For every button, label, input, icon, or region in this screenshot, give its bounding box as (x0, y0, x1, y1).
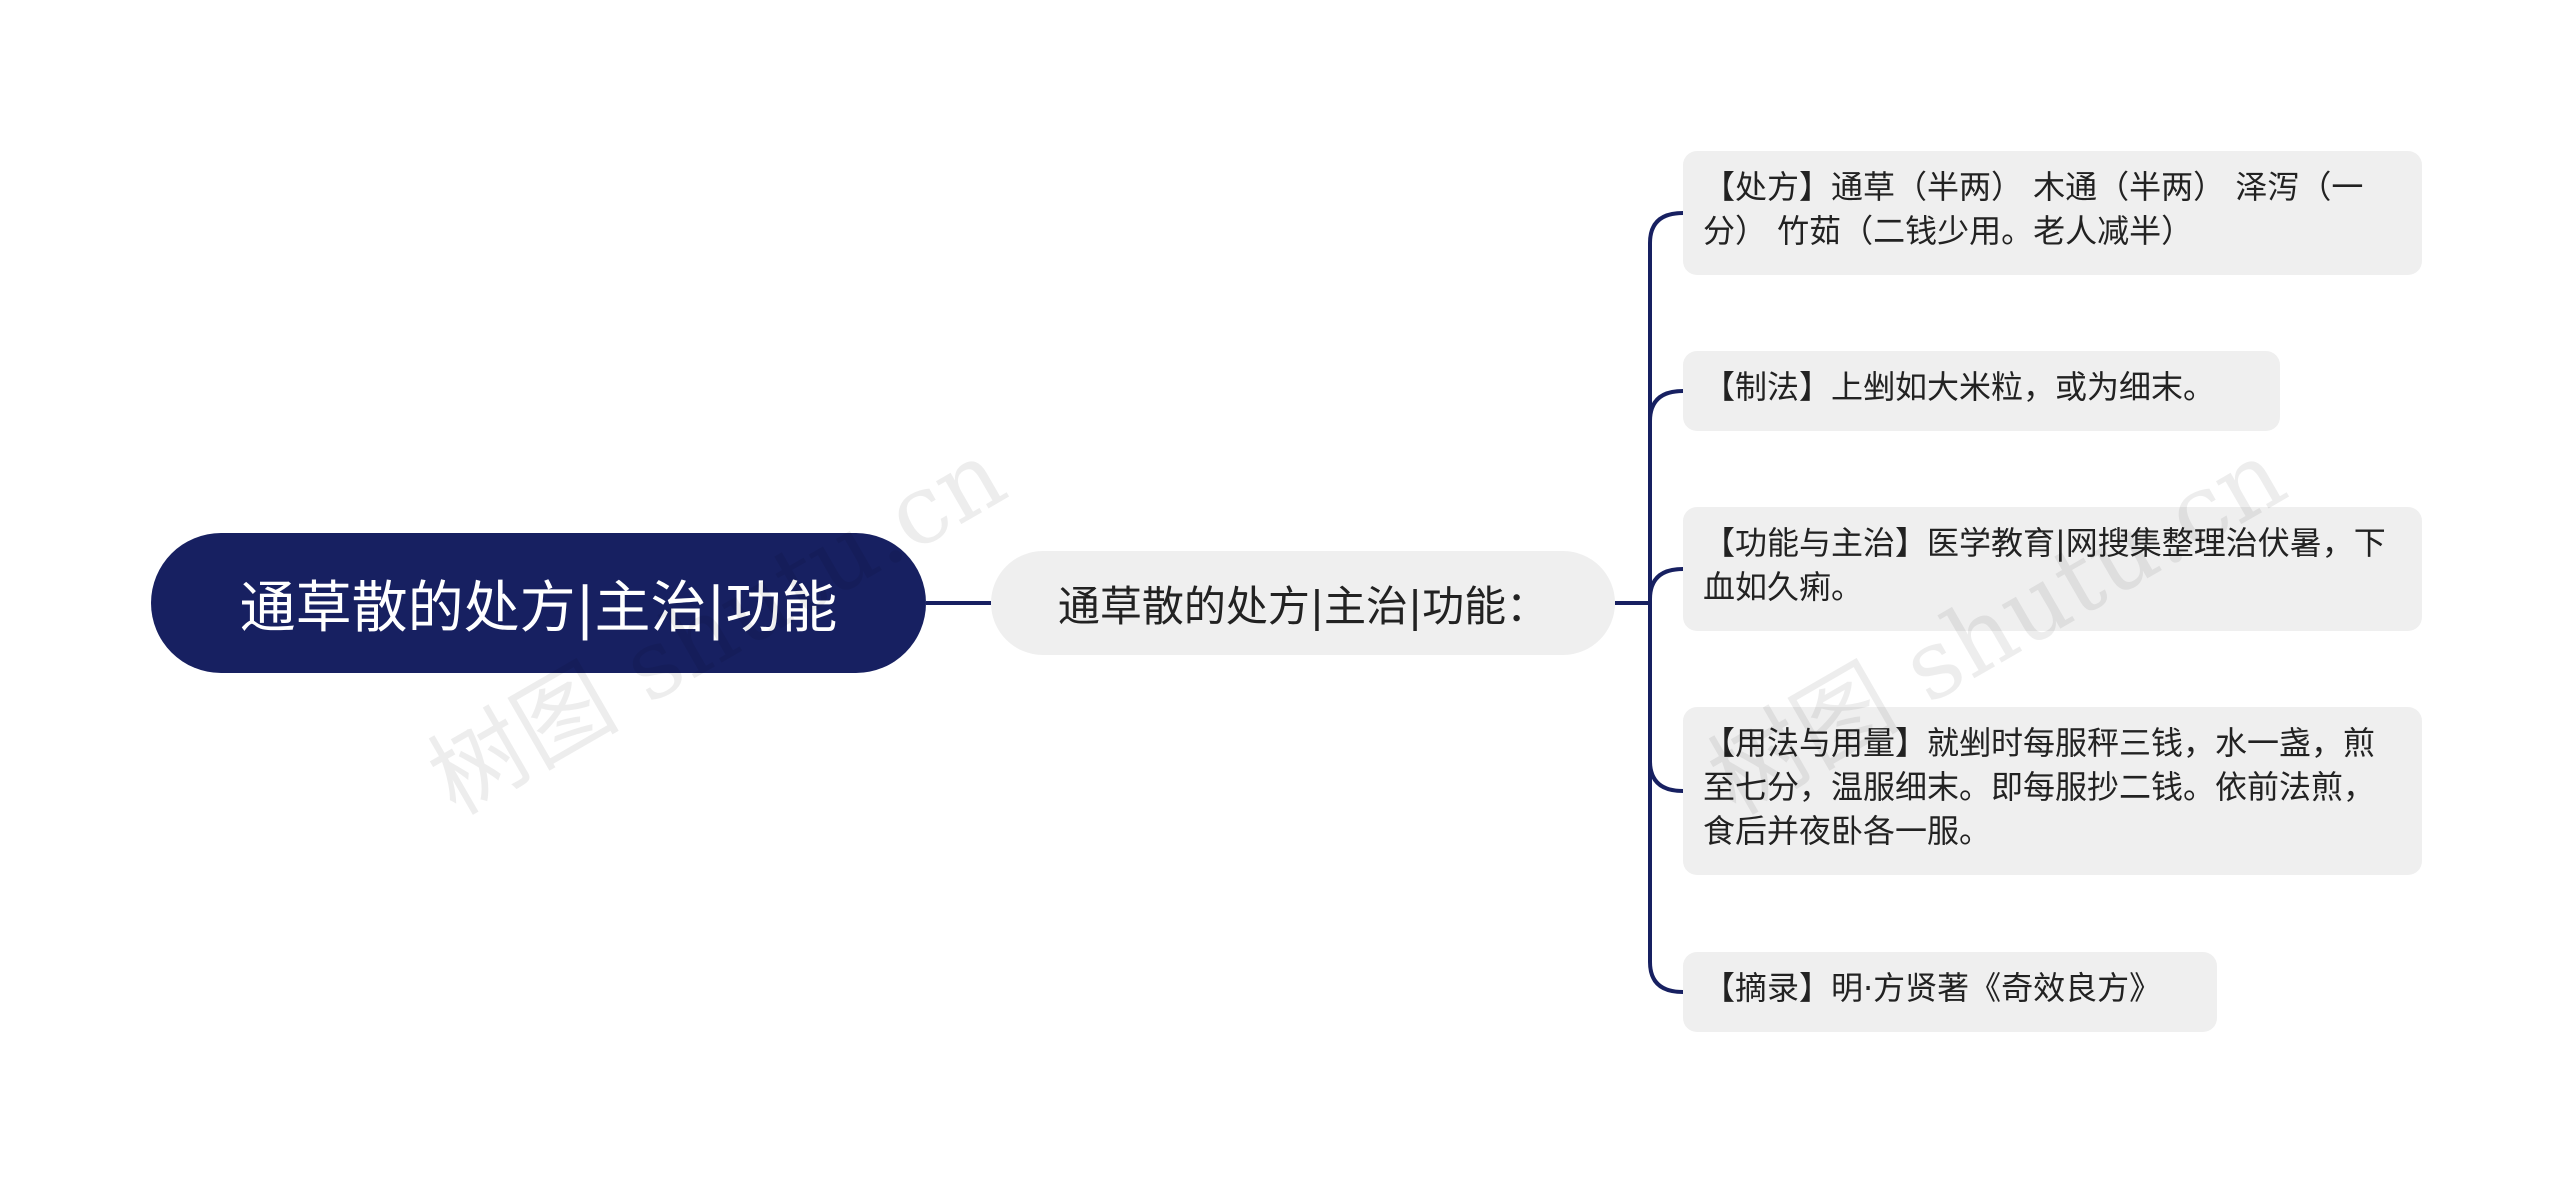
connector-leaf-2 (1648, 389, 1684, 603)
leaf-label-prescription: 【处方】通草（半两） 木通（半两） 泽泻（一分） 竹茹（二钱少用。老人减半） (1703, 168, 2364, 250)
branch-topic-label: 通草散的处方|主治|功能： (1057, 581, 1549, 631)
leaf-node-dosage[interactable]: 【用法与用量】就剉时每服秤三钱，水一盏，煎至七分，温服细末。即每服抄二钱。依前法… (1683, 707, 2422, 875)
leaf-label-dosage: 【用法与用量】就剉时每服秤三钱，水一盏，煎至七分，温服细末。即每服抄二钱。依前法… (1703, 724, 2376, 850)
branch-topic-node[interactable]: 通草散的处方|主治|功能： (991, 551, 1615, 655)
root-topic-label: 通草散的处方|主治|功能 (239, 575, 838, 641)
connector-leaf-5 (1648, 603, 1684, 994)
connector-leaf-3 (1648, 567, 1684, 603)
leaf-node-source[interactable]: 【摘录】明·方贤著《奇效良方》 (1683, 952, 2217, 1032)
leaf-label-function: 【功能与主治】医学教育|网搜集整理治伏暑，下血如久痢。 (1703, 524, 2386, 606)
connector-leaf-1 (1648, 211, 1684, 603)
leaf-node-function[interactable]: 【功能与主治】医学教育|网搜集整理治伏暑，下血如久痢。 (1683, 507, 2422, 631)
leaf-node-preparation[interactable]: 【制法】上剉如大米粒，或为细末。 (1683, 351, 2280, 431)
root-topic-node[interactable]: 通草散的处方|主治|功能 (151, 533, 926, 673)
leaf-node-prescription[interactable]: 【处方】通草（半两） 木通（半两） 泽泻（一分） 竹茹（二钱少用。老人减半） (1683, 151, 2422, 275)
leaf-label-preparation: 【制法】上剉如大米粒，或为细末。 (1703, 368, 2216, 406)
leaf-label-source: 【摘录】明·方贤著《奇效良方》 (1703, 969, 2162, 1007)
connector-leaf-4 (1648, 603, 1684, 793)
